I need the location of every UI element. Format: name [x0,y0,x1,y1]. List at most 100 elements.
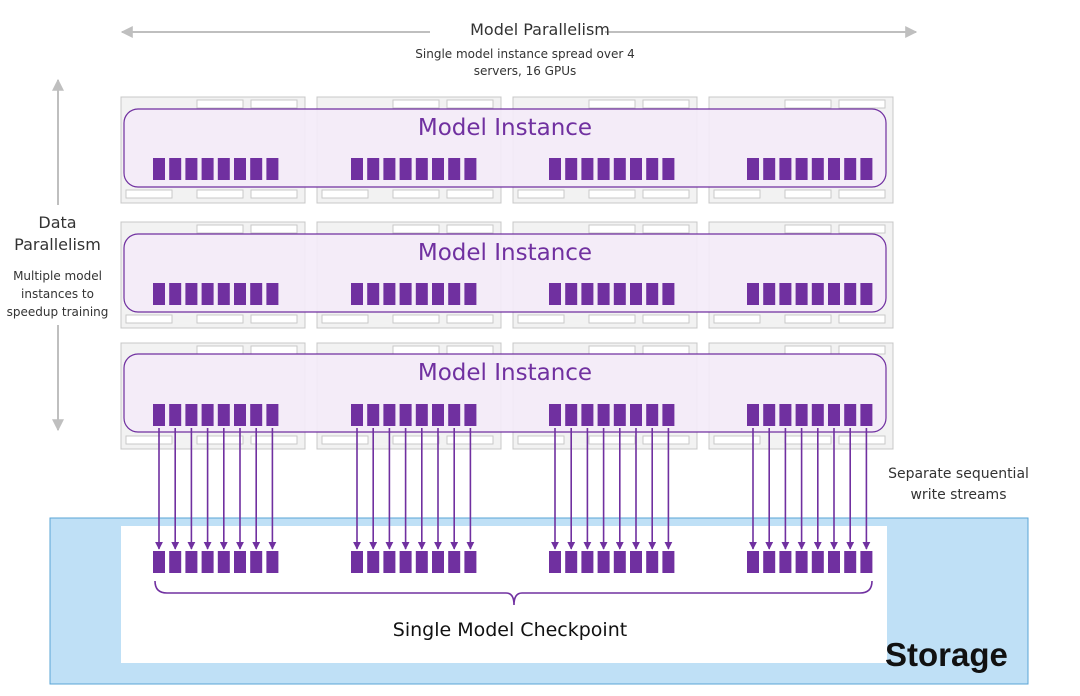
drive-slot [392,224,440,234]
drive-slot [196,224,244,234]
drive-slot [642,345,690,355]
data-parallelism-title-line1: Data [38,213,77,232]
drive-slot [588,314,636,324]
checkpoint-brace [154,580,873,606]
gpu-block [662,404,675,426]
checkpoint-shard [415,551,428,573]
checkpoint-shard [747,551,759,573]
gpu-block [351,158,363,180]
gpu-block [448,158,461,180]
gpu-block [153,158,165,180]
gpu-block [250,283,263,305]
model-instance-box [123,353,887,433]
drive-slot [784,189,832,199]
gpu-block [613,158,626,180]
drive-slot [446,99,494,109]
data-parallelism-subtitle: Multiple model instances to speedup trai… [0,267,115,321]
checkpoint-shard [549,551,561,573]
checkpoint-shard [844,551,857,573]
gpu-block [860,158,873,180]
checkpoint-shard [464,551,477,573]
checkpoint-shard [383,551,396,573]
gpu-block [597,404,610,426]
gpu-block [763,283,776,305]
checkpoint-shard [169,551,182,573]
drive-slot [392,189,440,199]
gpu-block [234,283,246,305]
gpu-block [597,158,610,180]
gpu-block [217,404,230,426]
drive-slot [642,314,690,324]
drive-slot [838,99,886,109]
gpu-block [169,283,182,305]
drive-slot [446,189,494,199]
checkpoint-shard [351,551,363,573]
checkpoint-shard [217,551,230,573]
gpu-block [565,158,578,180]
drive-slot [517,435,565,445]
gpu-block [811,158,824,180]
model-instance-box [123,108,887,188]
gpu-block [565,283,578,305]
gpu-block [201,404,214,426]
gpu-block [613,283,626,305]
gpu-block [763,404,776,426]
drive-slot [196,435,244,445]
drive-slot [196,345,244,355]
drive-slot [446,314,494,324]
gpu-block [549,404,561,426]
checkpoint-shard [597,551,610,573]
gpu-block [185,283,198,305]
checkpoint-shard [448,551,461,573]
data-parallelism-subtitle-line3: speedup training [6,305,109,319]
gpu-block [613,404,626,426]
drive-slot [642,99,690,109]
drive-slot [517,314,565,324]
drive-slot [250,224,298,234]
drive-slot [250,435,298,445]
checkpoint-shard [795,551,808,573]
drive-slot [125,435,173,445]
gpu-block [217,158,230,180]
gpu-block [646,283,659,305]
drive-slot [321,189,369,199]
gpu-block [828,283,840,305]
gpu-block [811,404,824,426]
drive-slot [446,224,494,234]
data-parallelism-title-line2: Parallelism [14,235,101,254]
drive-slot [446,345,494,355]
checkpoint-shard [763,551,776,573]
gpu-block [153,404,165,426]
checkpoint-shard [581,551,594,573]
gpu-block [844,404,857,426]
drive-slot [196,189,244,199]
data-parallelism-title: Data Parallelism [0,212,115,256]
gpu-block [549,158,561,180]
gpu-block [811,283,824,305]
gpu-block [234,158,246,180]
gpu-block [351,404,363,426]
gpu-block [464,404,477,426]
gpu-block [153,283,165,305]
checkpoint-shard [828,551,840,573]
gpu-block [860,404,873,426]
drive-slot [392,345,440,355]
checkpoint-shard [201,551,214,573]
gpu-block [581,158,594,180]
gpu-block [828,158,840,180]
gpu-block [266,158,279,180]
drive-slot [321,314,369,324]
drive-slot [838,224,886,234]
checkpoint-shard [860,551,873,573]
drive-slot [713,435,761,445]
drive-slot [784,99,832,109]
drive-slot [713,189,761,199]
checkpoint-shard [367,551,380,573]
gpu-block [250,404,263,426]
gpu-block [266,404,279,426]
gpu-block [266,283,279,305]
checkpoint-shard [185,551,198,573]
gpu-block [662,283,675,305]
write-streams-label: Separate sequential write streams [876,464,1041,506]
